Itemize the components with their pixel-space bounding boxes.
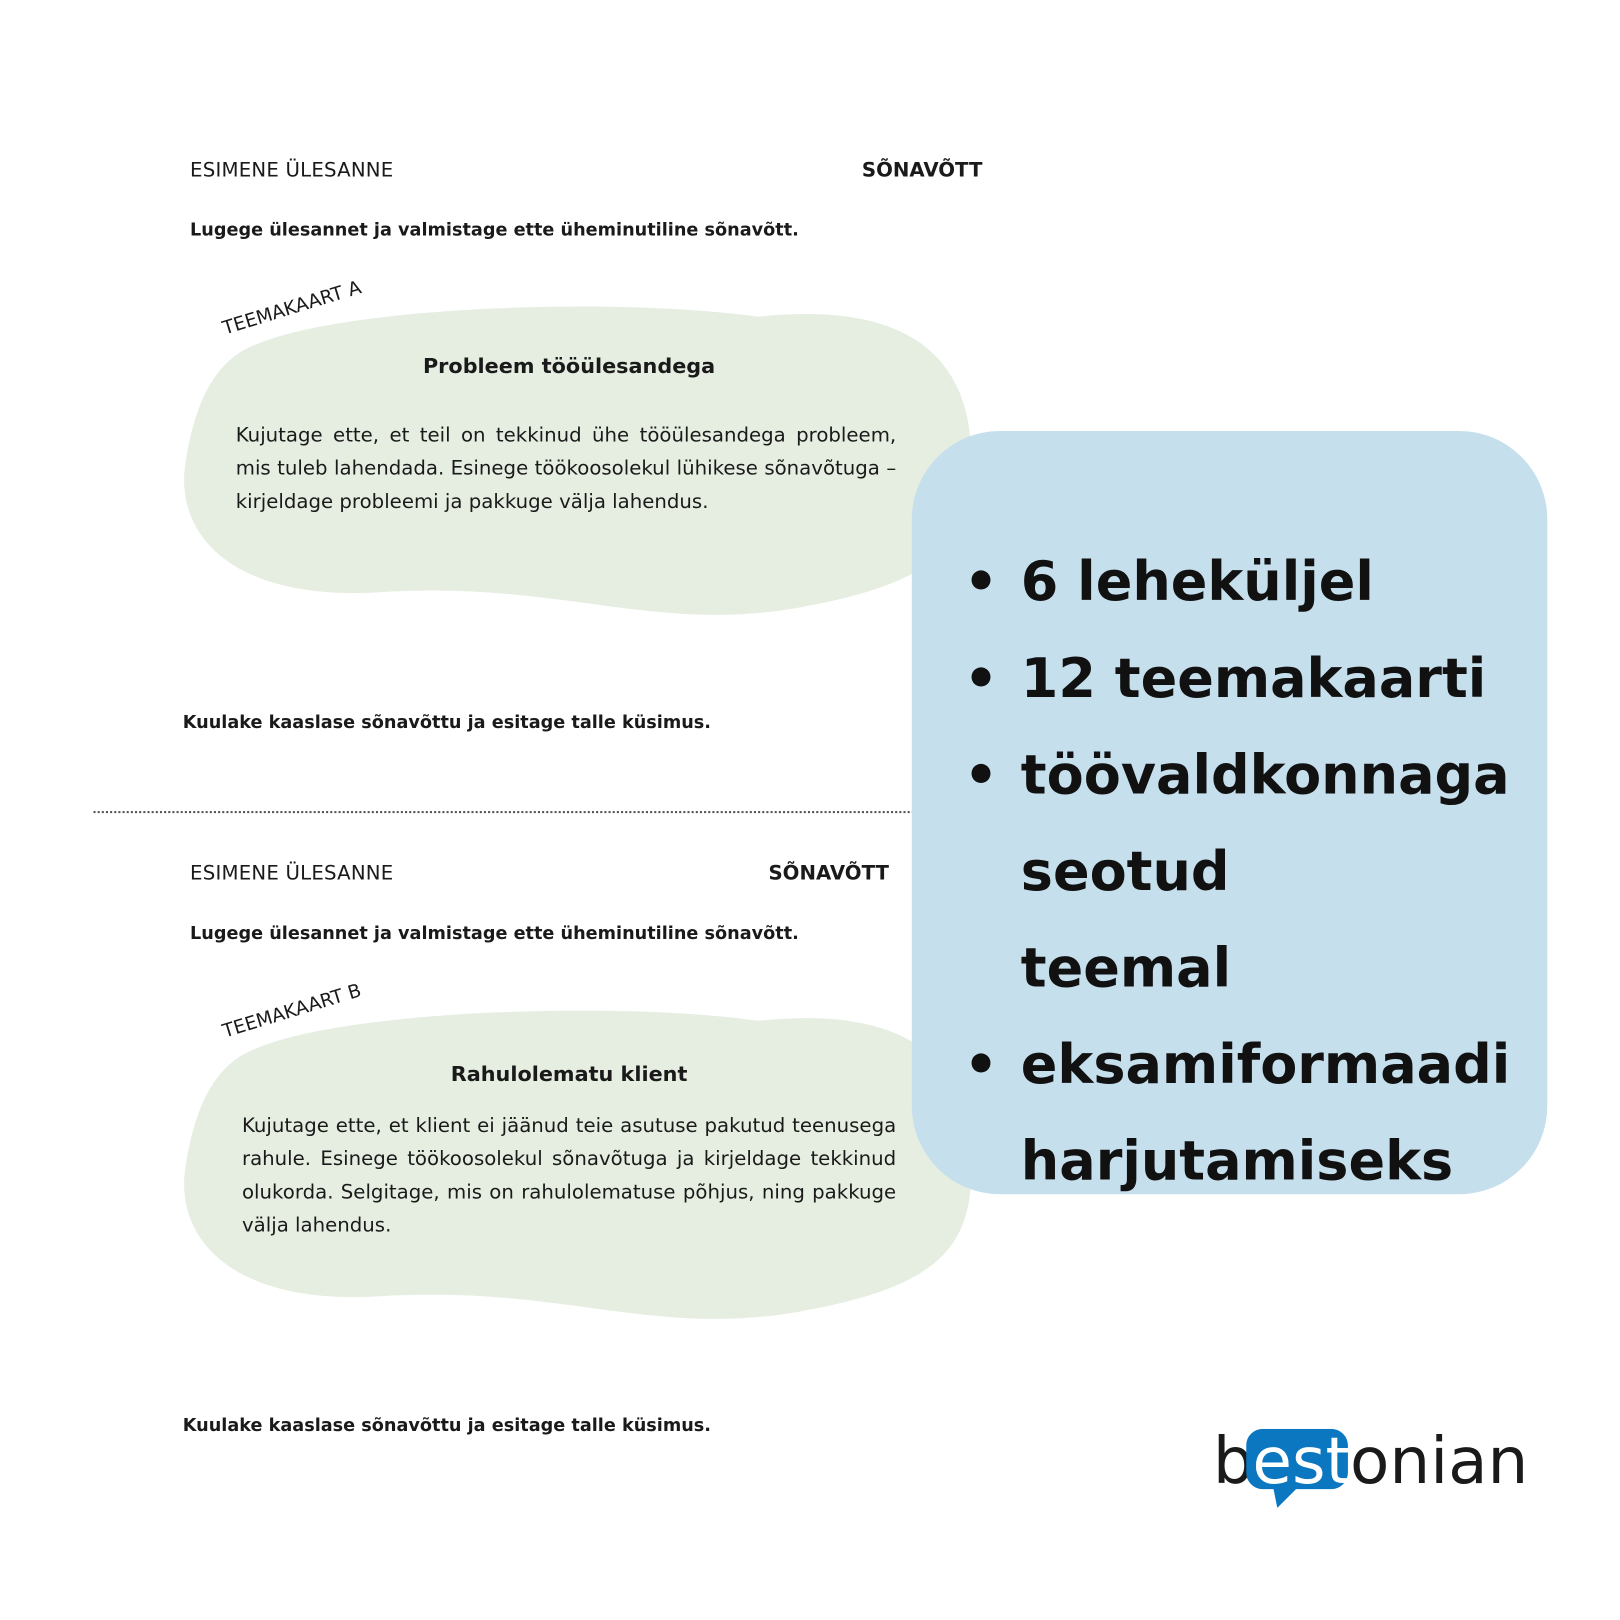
card-b-instruction: Lugege ülesannet ja valmistage ette ühem… xyxy=(190,923,799,944)
feature-item: töövaldkonnaga seotud teemal xyxy=(964,728,1510,1018)
logo-text-highlight: est xyxy=(1252,1422,1351,1499)
card-a-footer: Kuulake kaaslase sõnavõttu ja esitage ta… xyxy=(182,712,712,734)
card-a-title: Probleem tööülesandega xyxy=(422,353,716,378)
bestonian-logo: b est onian xyxy=(1213,1422,1528,1508)
speech-bubble-icon xyxy=(1246,1428,1348,1508)
card-b-footer: Kuulake kaaslase sõnavõttu ja esitage ta… xyxy=(182,1415,712,1437)
card-a-body: Kujutage ette, et teil on tekkinud ühe t… xyxy=(235,423,897,513)
card-a-header-right: SÕNAVÕTT xyxy=(861,158,983,182)
cut-line xyxy=(93,811,914,814)
features-panel: 6 leheküljel 12 teemakaarti töövaldkonna… xyxy=(911,430,1548,1195)
feature-item: eksamiformaadi harjutamiseks xyxy=(964,1018,1511,1211)
card-a-blob xyxy=(184,306,972,615)
card-b-header-left: ESIMENE ÜLESANNE xyxy=(190,861,394,885)
feature-item: 12 teemakaarti xyxy=(964,631,1487,728)
card-b-title: Rahulolematu klient xyxy=(450,1061,688,1087)
card-b-body: Kujutage ette, et klient ei jäänud teie … xyxy=(241,1114,897,1237)
card-b-blob xyxy=(184,1010,972,1319)
card-b-header-right: SÕNAVÕTT xyxy=(768,861,889,885)
card-a-instruction: Lugege ülesannet ja valmistage ette ühem… xyxy=(190,220,799,241)
features-list: 6 leheküljel 12 teemakaarti töövaldkonna… xyxy=(964,535,1511,1211)
feature-item: 6 leheküljel xyxy=(964,535,1487,632)
card-a-header-left: ESIMENE ÜLESANNE xyxy=(190,158,394,182)
logo-text-post: onian xyxy=(1349,1422,1529,1499)
